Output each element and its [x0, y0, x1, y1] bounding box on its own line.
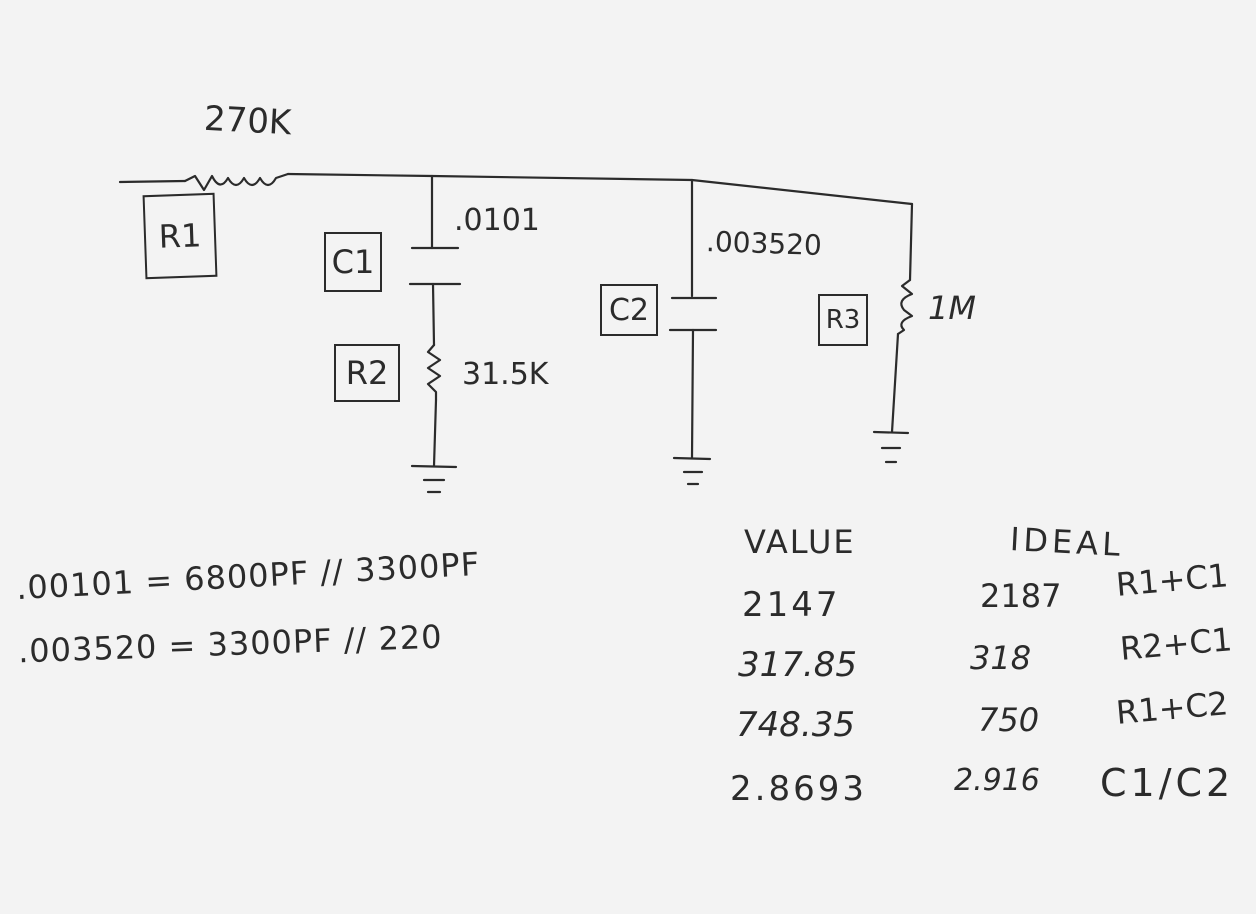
r1-resistor-symbol [183, 172, 290, 192]
table-row-2-value: 317.85 [738, 645, 857, 685]
table-row-3-ideal: 750 [978, 701, 1040, 739]
ground-1-bar [410, 464, 458, 469]
c2-designator: C2 [608, 292, 650, 328]
table-row-2-ideal: 318 [970, 639, 1032, 677]
r3-designator-box: R3 [818, 294, 868, 346]
r3-branch-wire [908, 202, 914, 282]
table-row-3-value: 748.35 [736, 705, 855, 745]
c1-lower-wire [431, 282, 436, 347]
ground-2-bar [672, 456, 712, 461]
table-row-4-pair: C1/C2 [1100, 761, 1235, 805]
table-row-3-pair: R1+C2 [1114, 684, 1230, 732]
r3-lower-wire [890, 332, 900, 434]
r1-designator: R1 [158, 216, 202, 256]
c2-value-label: .003520 [705, 224, 823, 263]
table-row-1-value: 2147 [742, 585, 841, 625]
table-header-ideal: IDEAL [1009, 520, 1125, 564]
c1-value-label: .0101 [454, 203, 540, 238]
top-bus-wire [286, 172, 914, 206]
r2-resistor-symbol [426, 343, 442, 402]
r3-resistor-symbol [896, 278, 914, 336]
r2-designator-box: R2 [334, 344, 400, 402]
c1-designator-box: C1 [324, 232, 382, 292]
c2-designator-box: C2 [600, 284, 658, 336]
c1-designator: C1 [331, 243, 375, 281]
r2-designator: R2 [345, 354, 389, 392]
table-row-2-pair: R2+C1 [1118, 620, 1234, 668]
table-row-1-ideal: 2187 [980, 577, 1062, 615]
r3-designator: R3 [825, 305, 861, 335]
table-row-4-value: 2.8693 [730, 769, 867, 809]
r3-value-label: 1M [928, 289, 976, 327]
r2-lower-wire [432, 398, 438, 468]
r1-value-label: 270K [203, 98, 293, 144]
c2-lower-wire [690, 328, 695, 460]
table-row-4-ideal: 2.916 [954, 763, 1040, 798]
table-header-value: VALUE [744, 523, 856, 561]
ground-3-bar [872, 430, 910, 435]
r2-value-label: 31.5K [462, 357, 549, 392]
r1-designator-box: R1 [142, 192, 218, 280]
input-wire [118, 179, 187, 184]
table-row-1-pair: R1+C1 [1114, 556, 1230, 604]
